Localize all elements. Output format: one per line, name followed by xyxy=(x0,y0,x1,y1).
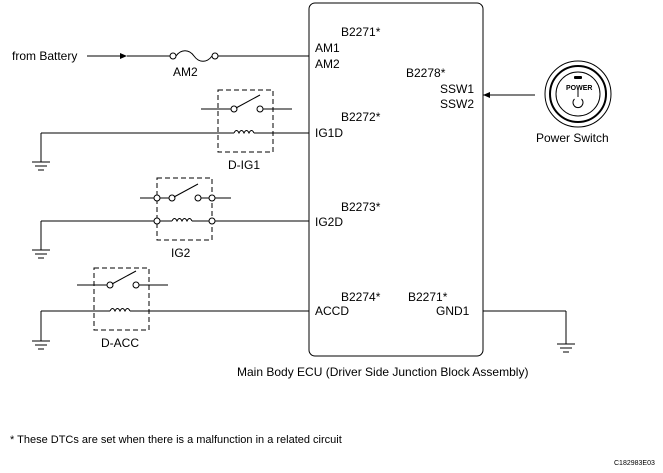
power-switch-wire xyxy=(483,92,535,98)
pin-label: ACCD xyxy=(315,304,350,318)
d-acc-relay xyxy=(32,267,309,350)
dtc-label: B2272* xyxy=(341,110,381,124)
dtc-label: B2271* xyxy=(341,25,381,39)
gnd1-ground xyxy=(483,310,575,353)
pin-label: GND1 xyxy=(436,304,470,318)
ecu-caption: Main Body ECU (Driver Side Junction Bloc… xyxy=(237,365,529,379)
pin-label: SSW1 xyxy=(440,82,475,96)
d-ig1-relay xyxy=(32,89,309,171)
ig2-relay xyxy=(32,177,309,259)
pin-label: IG2D xyxy=(315,215,344,229)
ig2-label: IG2 xyxy=(171,246,191,260)
ecu-box xyxy=(308,2,484,357)
power-button-text: POWER xyxy=(566,85,593,92)
power-switch-button xyxy=(544,60,612,128)
d-ig1-label: D-IG1 xyxy=(228,158,261,172)
figure-id: C182983E03 xyxy=(614,460,655,467)
dtc-label: B2278* xyxy=(406,66,446,80)
power-icon xyxy=(572,98,584,108)
dtc-label: B2271* xyxy=(408,290,448,304)
dtc-label: B2274* xyxy=(341,290,381,304)
power-switch-label: Power Switch xyxy=(536,131,609,145)
pin-label: SSW2 xyxy=(440,97,475,111)
footnote: * These DTCs are set when there is a mal… xyxy=(10,434,342,446)
dtc-label: B2273* xyxy=(341,200,381,214)
pin-label: AM2 xyxy=(315,57,340,71)
battery-label: from Battery xyxy=(12,49,78,63)
pin-label: AM1 xyxy=(315,41,340,55)
d-acc-label: D-ACC xyxy=(101,336,139,350)
pin-label: IG1D xyxy=(315,126,344,140)
am2-fuse-label: AM2 xyxy=(173,65,198,79)
am2-fuse xyxy=(87,50,309,62)
